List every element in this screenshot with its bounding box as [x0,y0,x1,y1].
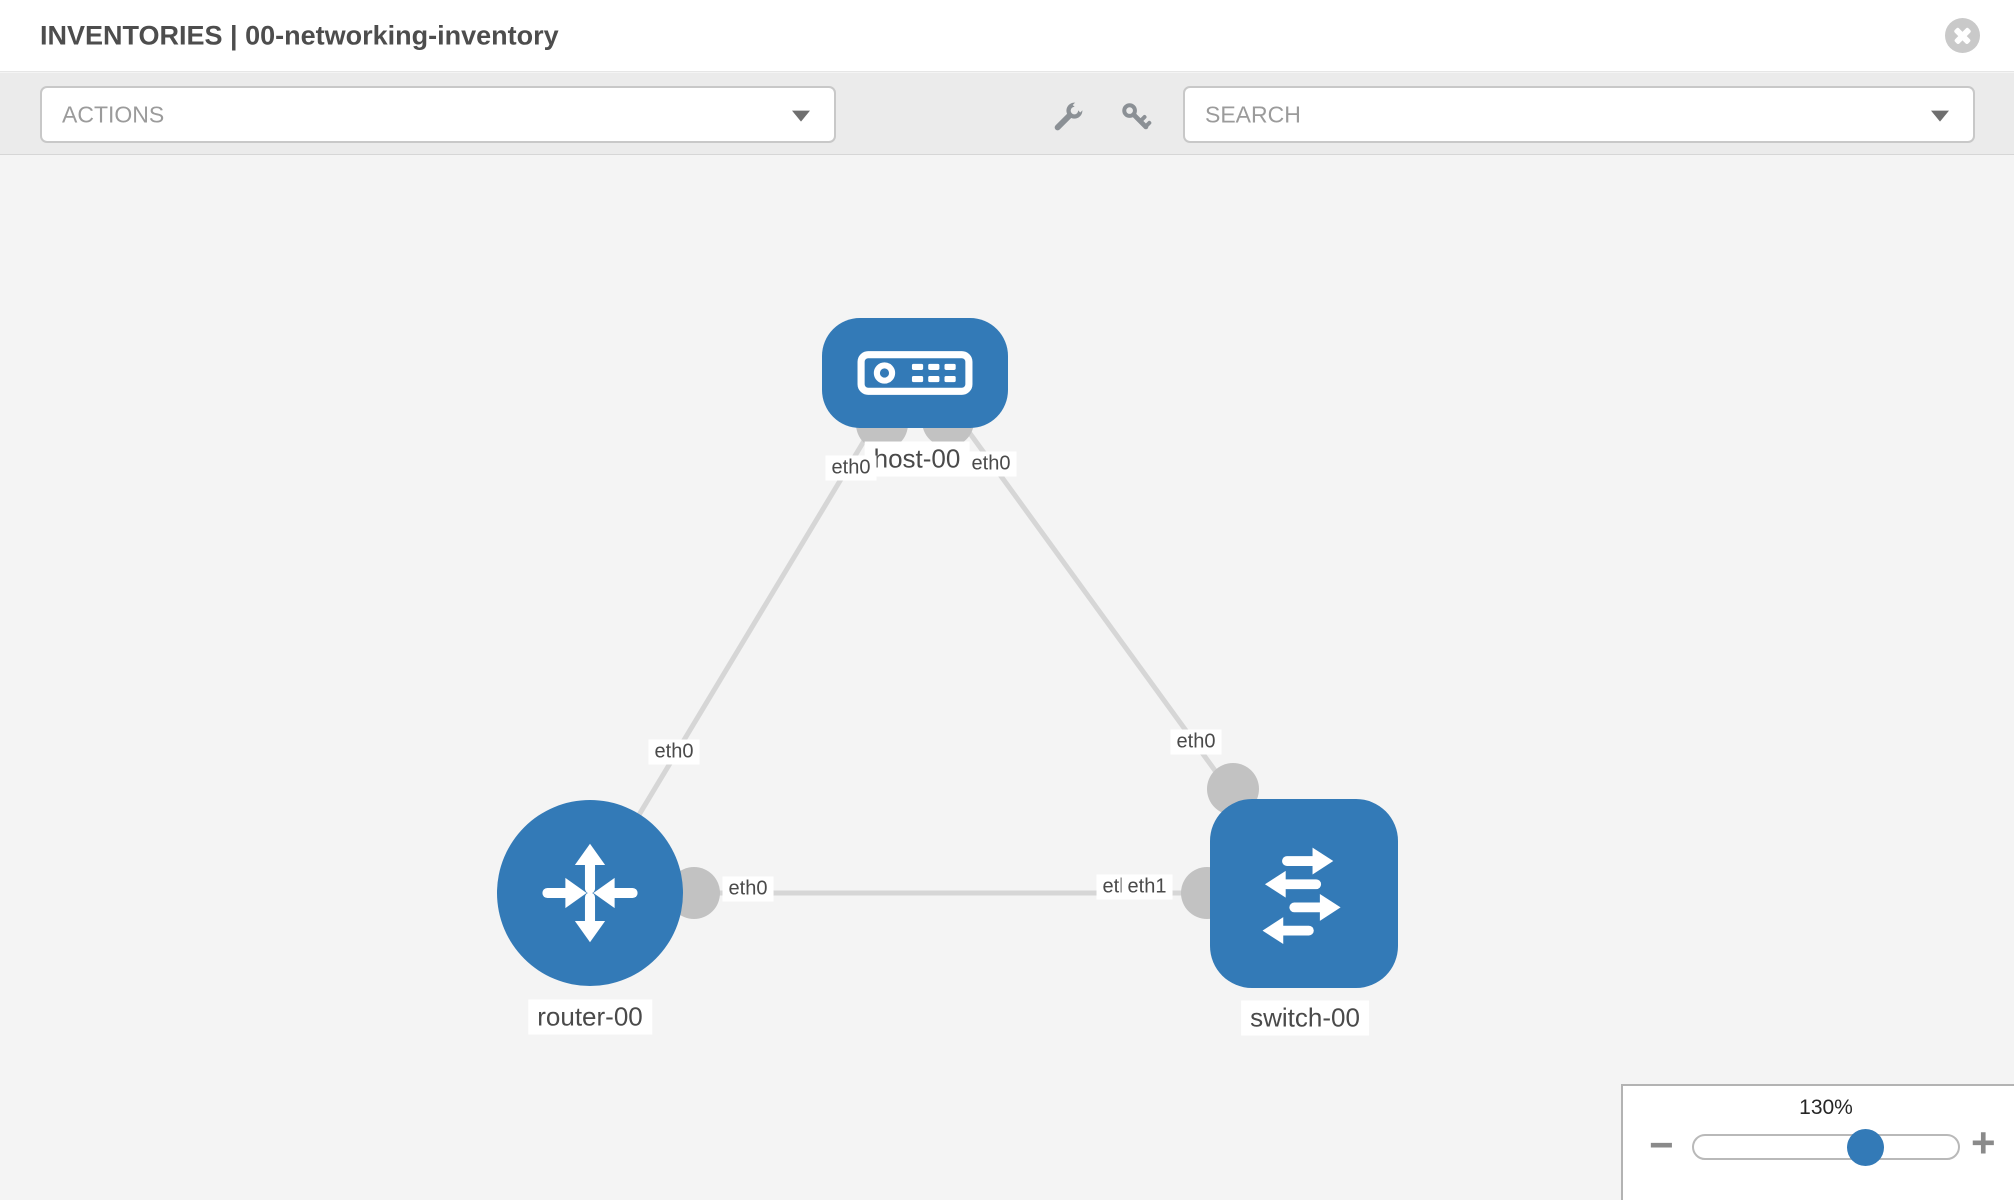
router-icon [542,843,638,943]
wrench-icon [1054,101,1084,131]
toolbar: ACTIONS SEARCH [0,73,2014,155]
configure-button[interactable] [1046,97,1090,137]
credentials-button[interactable] [1114,97,1158,137]
switch-icon [1262,847,1341,944]
zoom-percentage: 130% [1799,1096,1853,1119]
link-host-router[interactable] [589,404,888,895]
topology-canvas[interactable]: host-00 router-00 switch-00 eth0 eth0 et… [0,156,2014,1200]
chevron-down-icon [1931,110,1949,122]
zoom-out-button[interactable]: − [1649,1121,1674,1168]
zoom-slider-handle[interactable] [1847,1129,1884,1166]
zoom-slider-track[interactable] [1692,1134,1960,1160]
page-title: INVENTORIES | 00-networking-inventory [40,20,559,50]
actions-dropdown[interactable]: ACTIONS [40,86,836,143]
iface-label-router-top: eth0 [648,739,700,765]
iface-label-switch-top: eth0 [1170,729,1222,755]
node-router-00[interactable] [497,800,683,986]
host-icon [857,351,973,395]
links-layer [589,395,1307,919]
actions-dropdown-label: ACTIONS [62,101,165,127]
key-icon [1122,103,1152,130]
node-host-00[interactable] [822,318,1008,428]
node-label-router: router-00 [528,999,652,1035]
iface-label-host-right: eth0 [965,451,1017,477]
header: INVENTORIES | 00-networking-inventory [0,0,2014,72]
zoom-in-button[interactable]: + [1971,1119,1996,1166]
iface-label-switch-left: eth1 [1121,874,1173,900]
chevron-down-icon [792,110,810,122]
node-label-host: host-00 [864,441,970,477]
search-dropdown[interactable]: SEARCH [1183,86,1975,143]
zoom-control-panel: 130% − + [1621,1084,2014,1200]
iface-label-host-left: eth0 [825,455,877,481]
search-dropdown-label: SEARCH [1205,101,1301,127]
node-label-switch: switch-00 [1241,1000,1369,1036]
close-icon[interactable] [1945,18,1980,53]
iface-label-router-right: eth0 [722,876,774,902]
node-switch-00[interactable] [1210,799,1398,988]
